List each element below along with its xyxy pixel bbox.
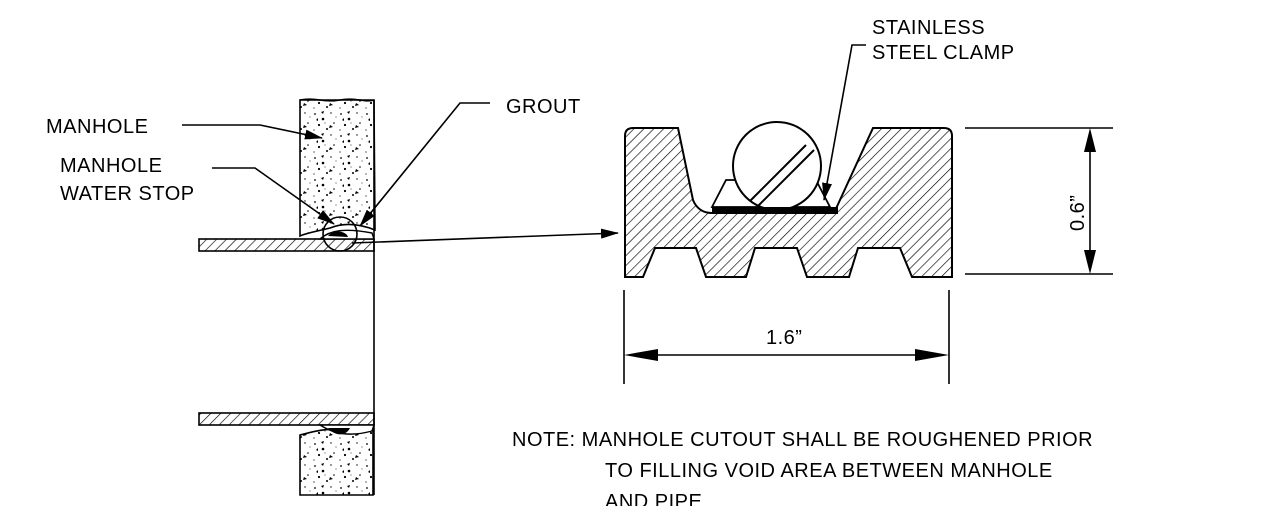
height-dimension-label: 0.6” <box>1067 195 1089 231</box>
grout-label: GROUT <box>506 96 581 118</box>
manhole-wall-section <box>198 98 376 496</box>
note-block: NOTE: MANHOLE CUTOUT SHALL BE ROUGHENED … <box>512 429 1093 506</box>
height-dimension: 0.6” <box>965 127 1113 275</box>
width-dimension: 1.6” <box>623 290 950 384</box>
note-line-1: NOTE: MANHOLE CUTOUT SHALL BE ROUGHENED … <box>512 429 1093 451</box>
water-stop-label-line1: MANHOLE <box>60 155 162 177</box>
wall-break-line <box>299 98 375 102</box>
note-line-2: TO FILLING VOID AREA BETWEEN MANHOLE <box>605 460 1053 482</box>
water-stop-profile-detail <box>624 121 953 278</box>
manhole-wall-lower <box>299 428 374 496</box>
pipe-wall-bottom <box>198 412 375 426</box>
manhole-leader <box>182 124 323 140</box>
width-dimension-label: 1.6” <box>766 327 802 349</box>
screw-slot-a <box>749 144 807 202</box>
note-line-3: AND PIPE <box>605 491 702 506</box>
callout-leader <box>351 228 619 244</box>
clamp-label-line2: STEEL CLAMP <box>872 42 1015 64</box>
clamp-label-line1: STAINLESS <box>872 17 985 39</box>
manhole-label: MANHOLE <box>46 116 148 138</box>
screw-slot-b <box>757 149 815 207</box>
grout-fill-top <box>318 229 375 240</box>
manhole-wall-upper <box>299 99 376 238</box>
water-stop-label-line2: WATER STOP <box>60 183 195 205</box>
water-stop-blob-bottom <box>328 428 350 435</box>
grout-leader <box>359 102 490 227</box>
water-stop-leader <box>212 167 335 225</box>
water-stop-blob-top <box>328 231 348 237</box>
water-stop-profile <box>624 127 953 278</box>
detail-callout-circle <box>322 216 358 252</box>
clamp-screw-head <box>732 121 822 211</box>
clamp-leader <box>822 44 866 201</box>
stainless-steel-band <box>712 207 838 214</box>
